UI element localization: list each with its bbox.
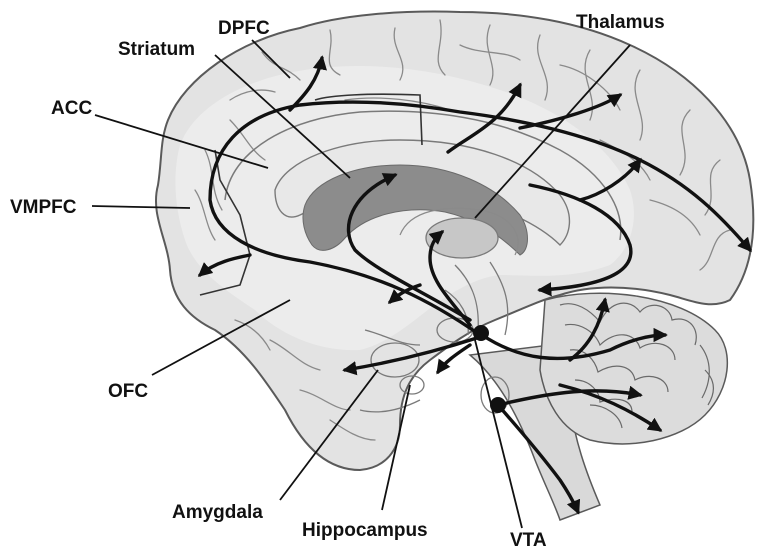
brain-illustration — [156, 12, 753, 520]
vta-nucleus — [473, 325, 489, 341]
label-hippocampus: Hippocampus — [302, 520, 428, 541]
label-ofc: OFC — [108, 381, 148, 402]
label-vta: VTA — [510, 530, 547, 550]
label-acc: ACC — [51, 98, 92, 119]
label-amygdala: Amygdala — [172, 502, 263, 523]
label-thalamus: Thalamus — [576, 12, 665, 33]
label-striatum: Striatum — [118, 39, 195, 60]
label-dpfc: DPFC — [218, 18, 270, 39]
label-vmpfc: VMPFC — [10, 197, 77, 218]
cerebellum — [540, 293, 727, 444]
